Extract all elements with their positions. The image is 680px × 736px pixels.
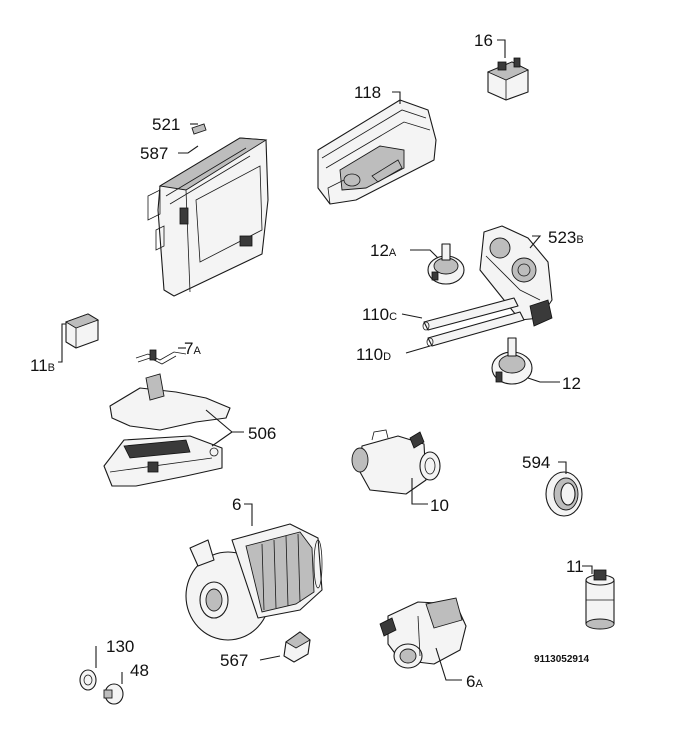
part-594-ring <box>545 471 583 517</box>
callout-12: 12 <box>562 374 581 393</box>
part-10-valve <box>351 429 441 495</box>
callout-48: 48 <box>130 661 149 680</box>
part-12a-pressure-switch <box>427 243 465 285</box>
callout-110c: 110C <box>362 305 397 324</box>
part-11b-relay <box>64 313 100 349</box>
part-110-tubes <box>422 297 525 347</box>
callout-523b: 523B <box>548 228 584 247</box>
part-587-electronic-module <box>147 137 269 297</box>
callout-12a: 12A <box>370 241 397 260</box>
callout-110d: 110D <box>356 345 391 364</box>
part-48-screw <box>103 683 124 705</box>
part-506-softener <box>103 373 231 487</box>
part-567-cap <box>283 631 311 663</box>
part-12-pressure-switch <box>491 337 533 385</box>
part-16-sensor <box>486 57 530 101</box>
callout-7a: 7A <box>184 339 201 358</box>
part-523b-air-break <box>479 225 553 327</box>
callout-6a: 6A <box>466 672 483 691</box>
callout-6: 6 <box>232 495 241 514</box>
callout-16: 16 <box>474 31 493 50</box>
part-521-connector <box>191 123 207 135</box>
callout-506: 506 <box>248 424 276 443</box>
callout-10: 10 <box>430 496 449 515</box>
callout-11: 11 <box>566 557 584 576</box>
part-6a-drain-pump <box>379 597 467 669</box>
callout-521: 521 <box>152 115 180 134</box>
drawing-code: 9113052914 <box>534 654 590 665</box>
callout-11b: 11B <box>30 356 55 375</box>
callout-587: 587 <box>140 144 168 163</box>
part-11-filter <box>585 569 615 630</box>
callout-130: 130 <box>106 637 134 656</box>
part-118-dispenser <box>317 99 437 205</box>
callout-118: 118 <box>354 83 381 102</box>
part-6-circulation-pump <box>185 523 323 641</box>
part-130-washer <box>79 669 97 691</box>
part-7a-clip <box>135 349 187 365</box>
callout-567: 567 <box>220 651 248 670</box>
callout-594: 594 <box>522 453 550 472</box>
